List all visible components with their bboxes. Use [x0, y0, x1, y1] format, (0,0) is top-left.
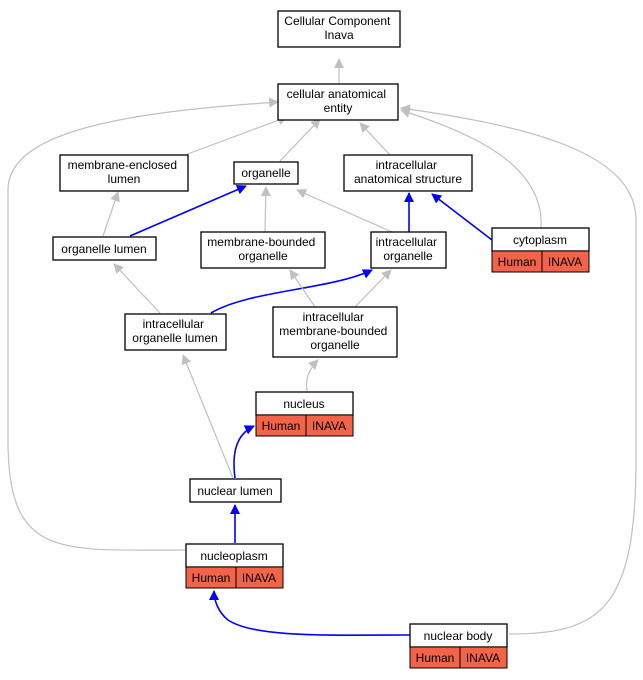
edge-imbo-to-mbo — [289, 269, 316, 308]
edge-io-to-organelle — [296, 189, 393, 233]
edge-iol-partof-io — [210, 269, 373, 314]
node-label: intracellular organelle lumen — [132, 317, 217, 345]
node-membrane-enclosed-lumen[interactable]: membrane-enclosed lumen — [59, 154, 189, 192]
nodes: Cellular Component Inava cellular anatom… — [52, 10, 590, 669]
node-nuclear-body[interactable]: nuclear body Human INAVA — [409, 623, 508, 669]
node-organelle[interactable]: organelle — [233, 161, 299, 185]
tag-human-label: Human — [498, 255, 537, 269]
edge-mel-to-cae — [184, 115, 288, 156]
node-nucleus[interactable]: nucleus Human INAVA — [255, 391, 354, 437]
node-label: membrane-bounded organelle — [207, 235, 318, 263]
node-label: nuclear body — [424, 629, 493, 643]
node-nucleoplasm[interactable]: nucleoplasm Human INAVA — [185, 543, 284, 589]
edge-nl-to-iol — [181, 354, 234, 479]
tag-human-label: Human — [262, 419, 301, 433]
node-intracellular-anatomical-structure[interactable]: intracellular anatomical structure — [343, 154, 473, 192]
edge-nl-partof-nucleus — [233, 425, 255, 479]
edge-mbo-to-organelle — [260, 186, 271, 233]
node-intracellular-organelle-lumen[interactable]: intracellular organelle lumen — [124, 313, 227, 351]
edge-ias-to-cae — [359, 122, 391, 156]
edges — [7, 58, 637, 636]
node-cytoplasm[interactable]: cytoplasm Human INAVA — [491, 227, 590, 273]
edge-organelle-to-cae — [279, 118, 321, 162]
node-intracellular-organelle[interactable]: intracellular organelle — [370, 231, 447, 269]
tag-human-label: Human — [416, 651, 455, 665]
node-label: intracellular anatomical structure — [354, 158, 462, 186]
tag-inava-label: INAVA — [242, 571, 276, 585]
node-cellular-anatomical-entity[interactable]: cellular anatomical entity — [277, 83, 399, 121]
tag-inava-label: INAVA — [548, 255, 582, 269]
node-label: nucleus — [283, 397, 324, 411]
node-organelle-lumen[interactable]: organelle lumen — [52, 236, 157, 261]
edge-ol-partof-organelle — [129, 184, 247, 237]
tag-inava-label: INAVA — [312, 419, 346, 433]
tag-inava — [235, 566, 284, 589]
node-label: nucleoplasm — [200, 549, 267, 563]
node-label: membrane-enclosed lumen — [68, 158, 181, 186]
tag-inava — [459, 646, 508, 669]
node-cellular-component[interactable]: Cellular Component Inava — [277, 10, 401, 48]
edge-nuclear-body-partof-nucleoplasm — [209, 590, 411, 636]
tag-inava-label: INAVA — [466, 651, 500, 665]
node-label: organelle lumen — [61, 242, 146, 256]
node-label: cytoplasm — [513, 233, 567, 247]
edge-ol-to-mel — [102, 191, 120, 237]
node-label: intracellular organelle — [376, 235, 441, 263]
node-label: nuclear lumen — [197, 484, 272, 498]
edge-nucleus-to-imbo — [305, 359, 319, 392]
node-intracellular-membrane-bounded-organelle[interactable]: intracellular membrane-bounded organelle — [272, 306, 398, 358]
node-label: cellular anatomical entity — [287, 87, 390, 115]
node-membrane-bounded-organelle[interactable]: membrane-bounded organelle — [200, 231, 326, 269]
node-label: Cellular Component Inava — [284, 14, 393, 42]
node-label: organelle — [241, 166, 291, 180]
edge-imbo-to-io — [354, 269, 392, 308]
node-nuclear-lumen[interactable]: nuclear lumen — [189, 478, 282, 503]
edge-iol-to-ol — [113, 263, 161, 314]
edge-nucleoplasm-to-cae — [7, 97, 279, 551]
edge-nuclear-body-to-cae — [400, 104, 637, 635]
tag-inava — [541, 250, 590, 273]
edge-cytoplasm-to-cae — [400, 108, 542, 229]
tag-inava — [305, 414, 354, 437]
node-label: intracellular membrane-bounded organelle — [279, 310, 390, 352]
edge-cytoplasm-partof-ias — [431, 193, 493, 241]
tag-human-label: Human — [192, 571, 231, 585]
